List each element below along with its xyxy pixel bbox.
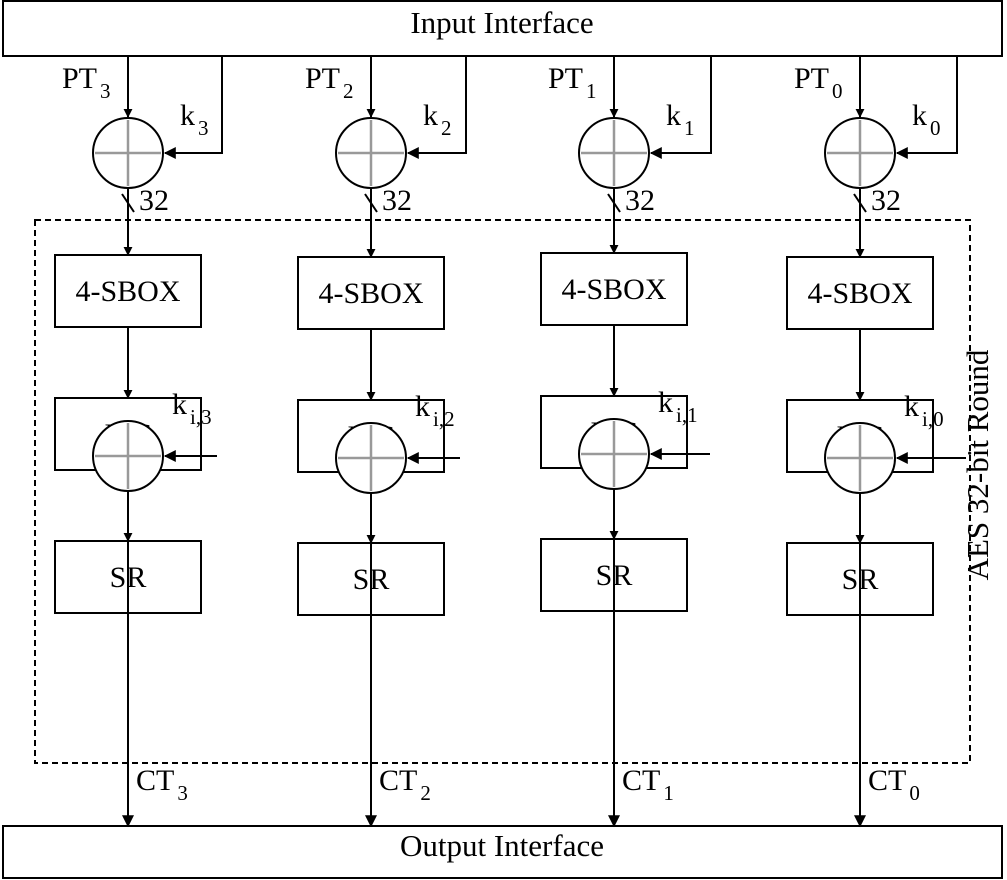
bus-slash bbox=[607, 193, 621, 213]
ct-label-main: CT bbox=[868, 764, 906, 797]
key-wire bbox=[406, 56, 467, 159]
sbox-box: 4-SBOX bbox=[540, 252, 688, 326]
xor-top bbox=[824, 117, 896, 189]
bus-width-label: 32 bbox=[139, 184, 169, 217]
key-wire bbox=[649, 56, 712, 159]
key-label-main: k bbox=[666, 99, 681, 132]
pt-label-subscript: 2 bbox=[343, 79, 354, 103]
round-label: AES 32-bit Round bbox=[960, 349, 995, 580]
roundkey-label-main: k bbox=[172, 388, 187, 421]
sbox-box-label: 4-SBOX bbox=[561, 273, 666, 306]
key-label-subscript: 3 bbox=[198, 116, 209, 140]
sbox-box: 4-SBOX bbox=[786, 256, 934, 330]
bus-width-label: 32 bbox=[871, 184, 901, 217]
round-columns: PT3k3324-SBOXMCSRki,3CT3PT2k2324-SBOXMCS… bbox=[54, 56, 966, 828]
xor-top bbox=[92, 117, 164, 189]
ct-label-subscript: 3 bbox=[177, 781, 188, 805]
pt-label-subscript: 3 bbox=[100, 79, 111, 103]
input-interface: Input Interface bbox=[2, 0, 1003, 57]
sbox-box-label: 4-SBOX bbox=[318, 277, 423, 310]
xor-roundkey bbox=[578, 418, 650, 490]
input-interface-label: Input Interface bbox=[410, 5, 593, 40]
xor-top bbox=[578, 117, 650, 189]
output-interface: Output Interface bbox=[2, 825, 1003, 879]
xor-roundkey bbox=[824, 422, 896, 494]
ct-label-subscript: 1 bbox=[663, 781, 674, 805]
xor-top bbox=[335, 117, 407, 189]
xor-roundkey bbox=[335, 422, 407, 494]
sbox-box: 4-SBOX bbox=[297, 256, 445, 330]
key-label-main: k bbox=[180, 99, 195, 132]
ct-label-main: CT bbox=[136, 764, 174, 797]
pt-label-main: PT bbox=[305, 62, 340, 95]
key-label-subscript: 2 bbox=[441, 116, 452, 140]
xor-roundkey bbox=[92, 420, 164, 492]
roundkey-label-subscript: i,0 bbox=[922, 407, 944, 431]
bus-width-label: 32 bbox=[382, 184, 412, 217]
bus-slash bbox=[364, 193, 378, 213]
pt-label-subscript: 0 bbox=[832, 79, 843, 103]
key-label-main: k bbox=[423, 99, 438, 132]
key-wire bbox=[163, 56, 223, 159]
roundkey-label-main: k bbox=[415, 390, 430, 423]
roundkey-label-subscript: i,3 bbox=[190, 405, 212, 429]
ct-label-subscript: 0 bbox=[909, 781, 920, 805]
bus-slash bbox=[853, 193, 867, 213]
key-label-main: k bbox=[912, 99, 927, 132]
key-wire bbox=[895, 56, 958, 159]
roundkey-label-main: k bbox=[904, 390, 919, 423]
bus-width-label: 32 bbox=[625, 184, 655, 217]
key-label-subscript: 0 bbox=[930, 116, 941, 140]
key-label-subscript: 1 bbox=[684, 116, 695, 140]
bus-slash bbox=[121, 193, 135, 213]
output-interface-label: Output Interface bbox=[400, 828, 604, 863]
sbox-box-label: 4-SBOX bbox=[75, 275, 180, 308]
ct-label-main: CT bbox=[379, 764, 417, 797]
roundkey-label-subscript: i,2 bbox=[433, 407, 455, 431]
pt-label-main: PT bbox=[62, 62, 97, 95]
pt-label-subscript: 1 bbox=[586, 79, 597, 103]
roundkey-label-main: k bbox=[658, 386, 673, 419]
pt-label-main: PT bbox=[548, 62, 583, 95]
sbox-box: 4-SBOX bbox=[54, 254, 202, 328]
ct-label-main: CT bbox=[622, 764, 660, 797]
roundkey-label-subscript: i,1 bbox=[676, 403, 698, 427]
ct-label-subscript: 2 bbox=[420, 781, 431, 805]
sbox-box-label: 4-SBOX bbox=[807, 277, 912, 310]
pt-label-main: PT bbox=[794, 62, 829, 95]
round-boundary bbox=[34, 219, 971, 764]
